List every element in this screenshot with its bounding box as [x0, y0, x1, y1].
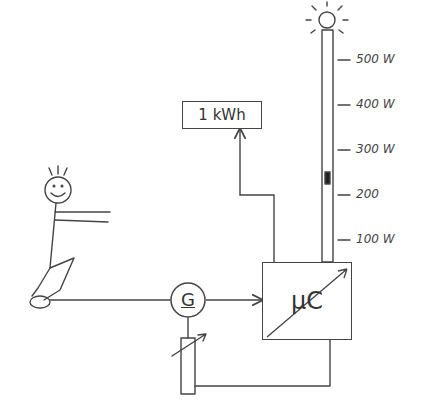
diagonal-arrow	[267, 269, 347, 337]
scale-label: 200	[356, 187, 379, 201]
figure-eye	[53, 185, 55, 187]
gauge-lamp	[319, 12, 335, 28]
microcontroller-box: μC	[262, 262, 352, 340]
figure-head	[45, 177, 71, 203]
figure-body	[50, 203, 56, 268]
generator-circle: G	[170, 282, 206, 318]
drive-shaft-line	[50, 299, 170, 300]
pedal-crank	[30, 296, 50, 308]
gauge-ticks	[338, 60, 350, 240]
figure-smile	[51, 193, 65, 197]
figure-hair	[49, 166, 67, 175]
gauge-level	[325, 172, 330, 184]
control-wire	[195, 340, 330, 386]
figure-arms	[55, 212, 110, 222]
node-text: G	[181, 290, 195, 310]
scale-label: 100 W	[356, 232, 395, 246]
generator-outline	[171, 283, 205, 317]
resistor-wire	[187, 318, 188, 338]
scale-label: 300 W	[356, 142, 395, 156]
resistor-adjust-arrow	[172, 334, 206, 356]
signal-arrow	[240, 129, 274, 262]
figure-eye	[61, 185, 63, 187]
figure-leg	[44, 258, 74, 300]
node-text: 1 kWh	[198, 107, 245, 124]
lamp-rays	[306, 2, 348, 33]
scale-label: 400 W	[356, 97, 395, 111]
display-box: 1 kWh	[182, 101, 262, 129]
node-text: μC	[291, 288, 323, 314]
scale-label: 500 W	[356, 52, 395, 66]
figure-leg	[32, 268, 50, 296]
gauge-tube	[322, 30, 333, 262]
signal-arrow	[206, 299, 262, 300]
